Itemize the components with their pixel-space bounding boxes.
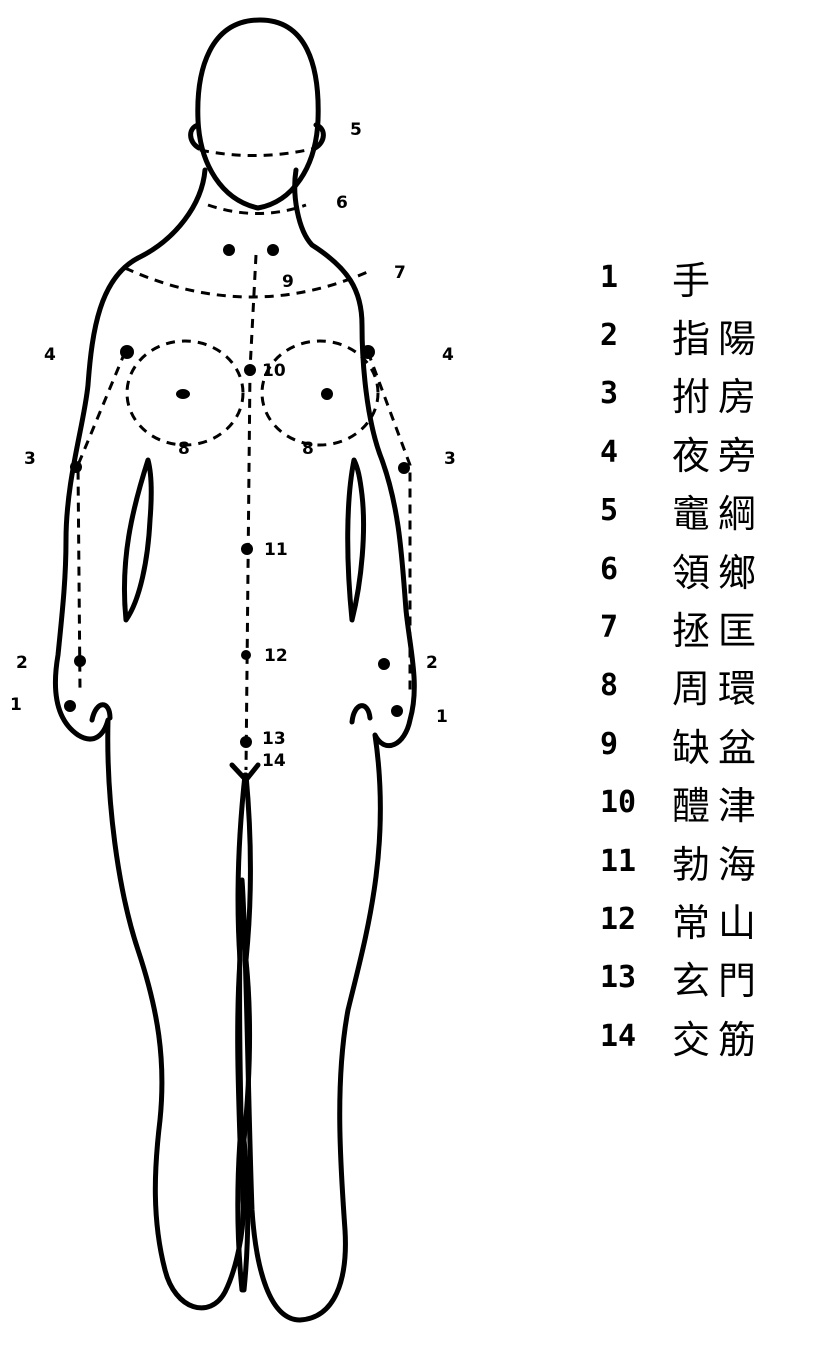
legend-item: 6 領鄉: [600, 540, 835, 598]
legend-item: 3 拊房: [600, 365, 835, 423]
point-9-left: [223, 244, 235, 256]
legend-item: 5 竈綱: [600, 482, 835, 540]
legend-name: 交筋: [672, 1009, 764, 1064]
legend-number: 3: [600, 376, 672, 411]
label-6: 6: [336, 193, 348, 213]
label-1-left: 1: [10, 695, 22, 715]
label-4-left: 4: [44, 345, 56, 365]
body-diagram: 5 6 7 9 4 4 10 8 8 3 3 11 2 2 12 1 1 13 …: [0, 0, 560, 1357]
center-dashed-line: [246, 255, 256, 770]
legend-name: 指陽: [672, 308, 764, 363]
legend-item: 11 勃海: [600, 832, 835, 890]
face-dashed-line: [200, 148, 316, 156]
point-9-right: [267, 244, 279, 256]
legend-name: 常山: [672, 892, 764, 947]
point-12: [241, 650, 251, 660]
point-4-right: [361, 345, 375, 359]
acupoint-markers: [64, 244, 410, 748]
legend-name: 領鄉: [672, 542, 764, 597]
left-arm-gap: [124, 460, 151, 620]
label-3-left: 3: [24, 449, 36, 469]
legend-number: 13: [600, 960, 672, 995]
right-thumb: [352, 706, 370, 722]
body-outline: [55, 170, 414, 1320]
legend-number: 10: [600, 785, 672, 820]
legend: 1 手 2 指陽 3 拊房 4 夜旁 5 竈綱 6 領鄉 7 拯匡 8 周環 9…: [600, 248, 835, 1065]
shoulder-dashed-line: [125, 268, 372, 297]
legend-item: 9 缺盆: [600, 715, 835, 773]
point-3-left: [70, 461, 82, 473]
legend-item: 1 手: [600, 248, 835, 306]
point-2-right: [378, 658, 390, 670]
label-8-right: 8: [302, 439, 314, 459]
legend-item: 13 玄門: [600, 949, 835, 1007]
right-arm-dashed-line: [368, 352, 410, 690]
legend-name: 竈綱: [672, 483, 764, 538]
legend-name: 玄門: [672, 950, 764, 1005]
point-11: [241, 543, 253, 555]
point-13: [240, 736, 252, 748]
right-arm-gap: [348, 460, 364, 620]
point-3-right: [398, 462, 410, 474]
label-8-left: 8: [178, 439, 190, 459]
head-outline: [198, 20, 318, 208]
label-14: 14: [262, 751, 286, 771]
label-9: 9: [282, 272, 294, 292]
label-2-left: 2: [16, 653, 28, 673]
label-4-right: 4: [442, 345, 454, 365]
label-12: 12: [264, 646, 288, 666]
label-2-right: 2: [426, 653, 438, 673]
label-7: 7: [394, 263, 406, 283]
legend-number: 5: [600, 493, 672, 528]
legend-item: 10 醴津: [600, 774, 835, 832]
label-3-right: 3: [444, 449, 456, 469]
legend-number: 2: [600, 318, 672, 353]
legend-name: 醴津: [672, 775, 764, 830]
legend-name: 勃海: [672, 834, 764, 889]
legend-name: 手: [672, 250, 718, 305]
legend-item: 2 指陽: [600, 306, 835, 364]
legend-name: 拯匡: [672, 600, 764, 655]
legend-number: 9: [600, 727, 672, 762]
label-11: 11: [264, 540, 288, 560]
label-13: 13: [262, 729, 286, 749]
legend-item: 4 夜旁: [600, 423, 835, 481]
label-10: 10: [262, 361, 286, 381]
legend-name: 缺盆: [672, 717, 764, 772]
legend-number: 6: [600, 552, 672, 587]
legend-number: 8: [600, 668, 672, 703]
legend-item: 7 拯匡: [600, 598, 835, 656]
nipple-right: [321, 388, 333, 400]
legend-item: 14 交筋: [600, 1007, 835, 1065]
legend-name: 周環: [672, 658, 764, 713]
legend-number: 11: [600, 844, 672, 879]
point-1-right: [391, 705, 403, 717]
legend-item: 8 周環: [600, 657, 835, 715]
point-1-left: [64, 700, 76, 712]
nipple-left: [176, 389, 190, 399]
point-4-left: [120, 345, 134, 359]
legend-number: 4: [600, 435, 672, 470]
label-1-right: 1: [436, 707, 448, 727]
point-2-left: [74, 655, 86, 667]
legend-name: 夜旁: [672, 425, 764, 480]
legend-number: 1: [600, 260, 672, 295]
label-5: 5: [350, 120, 362, 140]
legend-name: 拊房: [672, 366, 764, 421]
legend-number: 12: [600, 902, 672, 937]
point-10: [244, 364, 256, 376]
legend-number: 7: [600, 610, 672, 645]
legend-number: 14: [600, 1019, 672, 1054]
legend-item: 12 常山: [600, 890, 835, 948]
